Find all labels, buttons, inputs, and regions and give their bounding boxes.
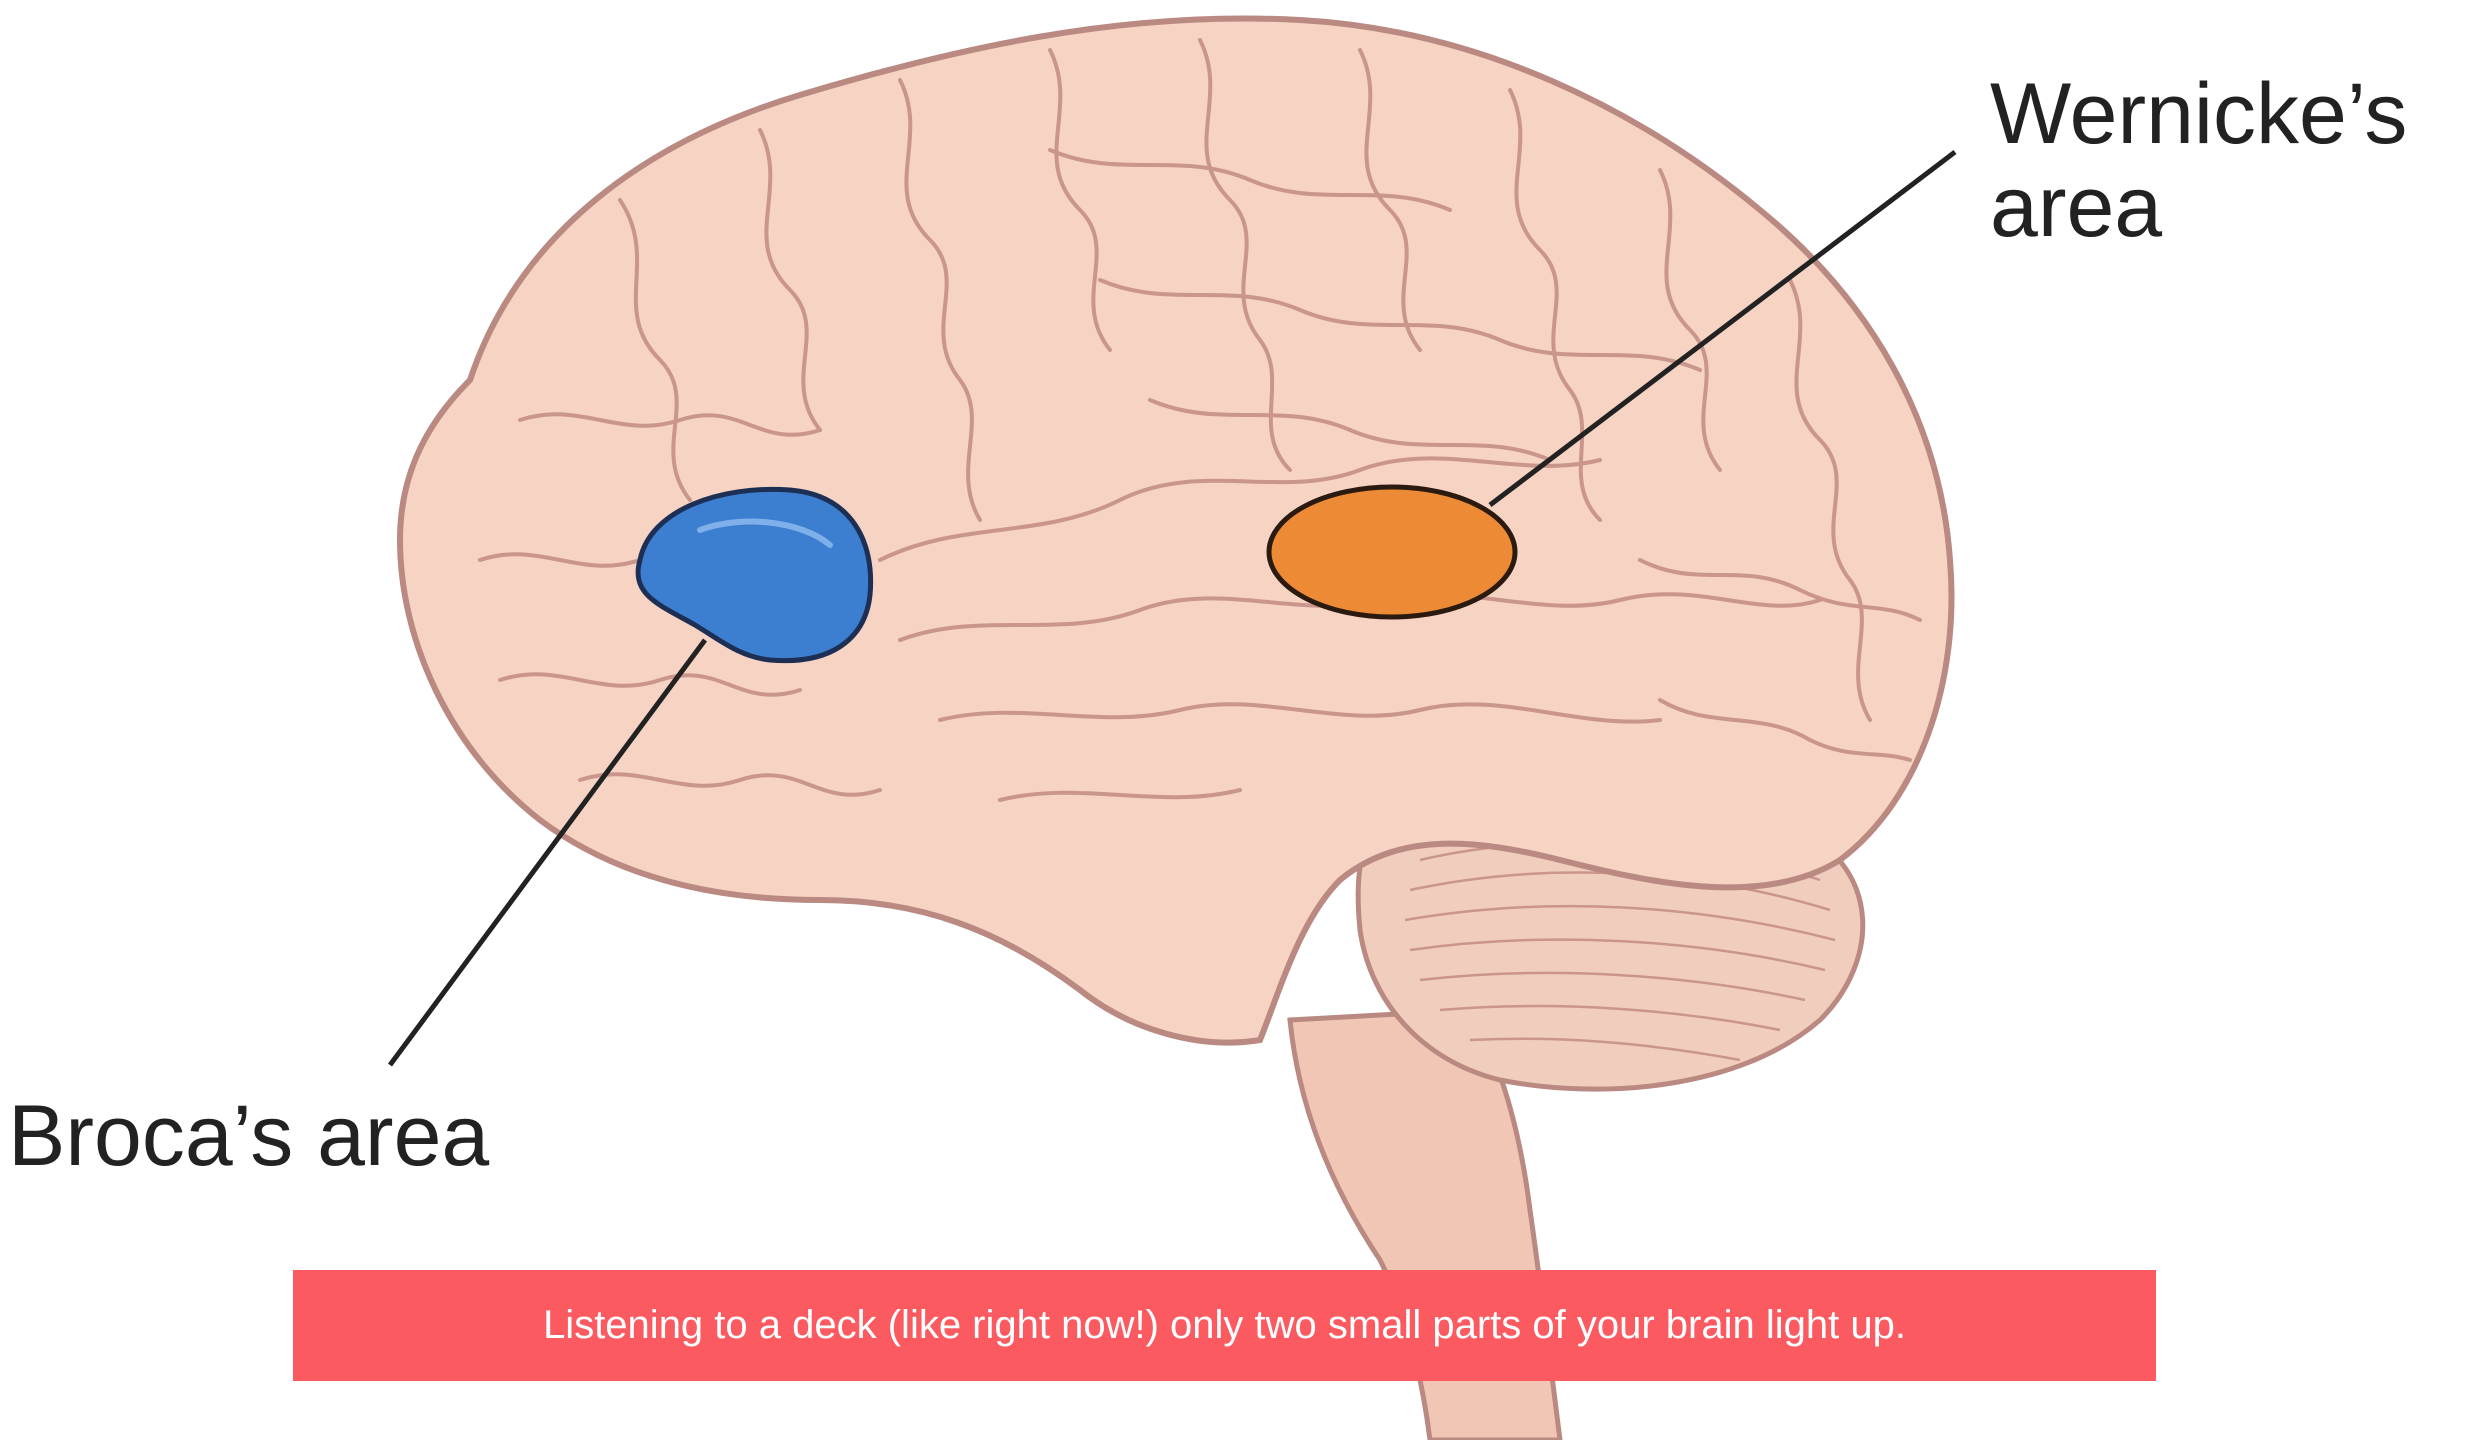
wernicke-label: Wernicke’s area	[1990, 68, 2407, 254]
wernicke-area	[1269, 487, 1515, 617]
broca-label: Broca’s area	[8, 1090, 489, 1183]
cerebrum	[400, 18, 1952, 1042]
caption-text: Listening to a deck (like right now!) on…	[543, 1303, 1906, 1348]
caption-banner: Listening to a deck (like right now!) on…	[293, 1270, 2156, 1381]
